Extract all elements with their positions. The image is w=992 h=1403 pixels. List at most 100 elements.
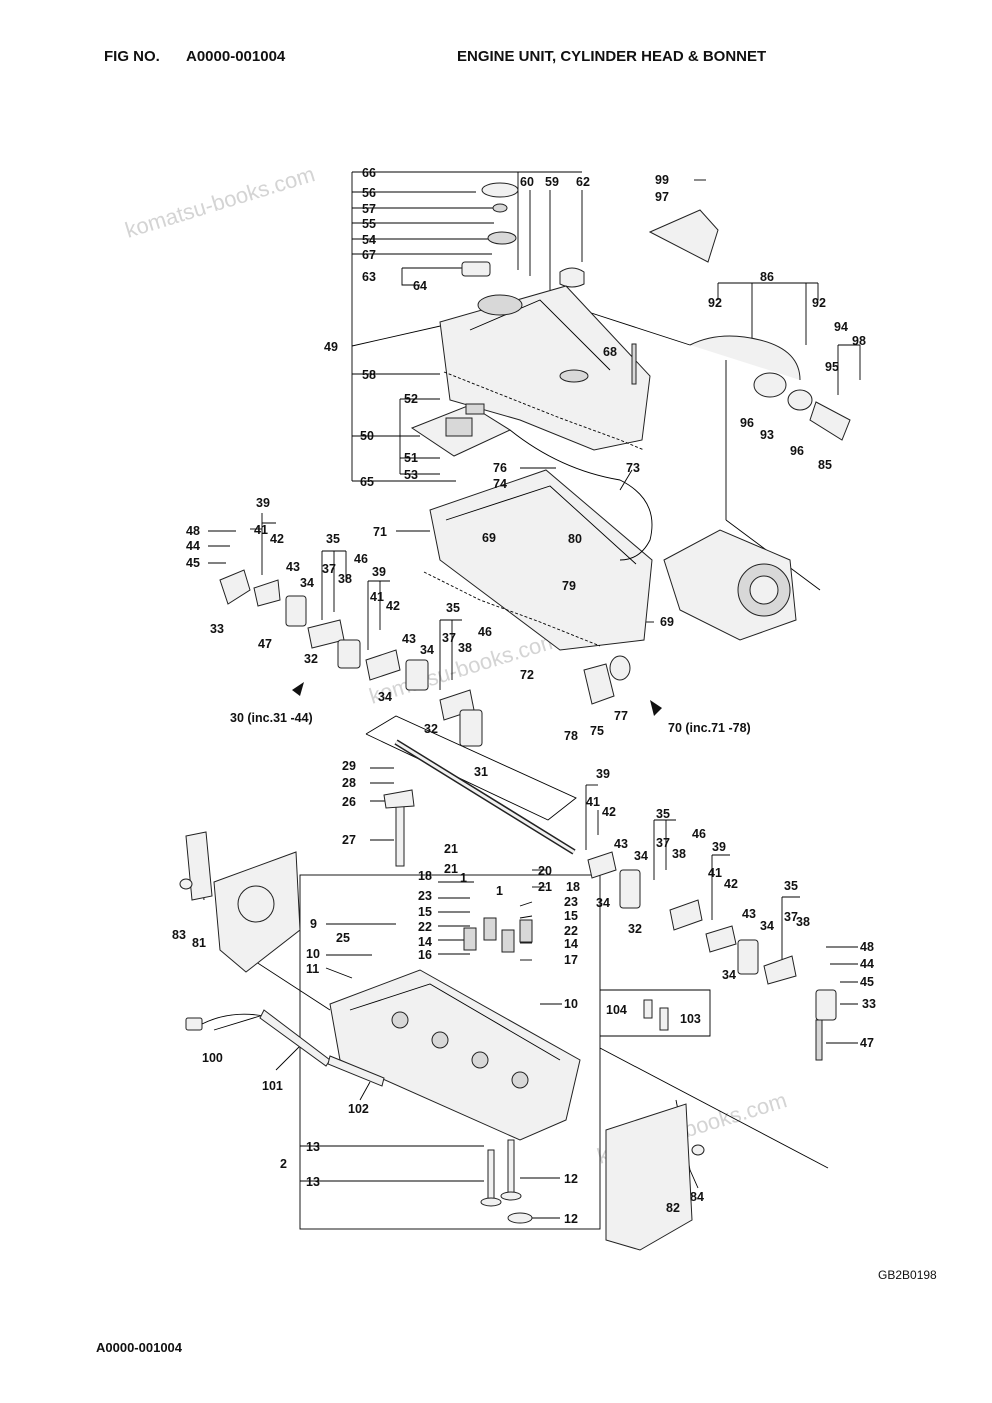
callout-14: 14 <box>564 937 578 951</box>
callout-54: 54 <box>362 233 376 247</box>
callout-96: 96 <box>790 444 804 458</box>
callout-68: 68 <box>603 345 617 359</box>
callout-41: 41 <box>254 523 268 537</box>
callout-29: 29 <box>342 759 356 773</box>
callout-46: 46 <box>692 827 706 841</box>
callout-42: 42 <box>270 532 284 546</box>
callout-39: 39 <box>596 767 610 781</box>
callout-71: 71 <box>373 525 387 539</box>
callout-11: 11 <box>306 962 319 976</box>
callout-34: 34 <box>722 968 736 982</box>
callout-13: 13 <box>306 1175 320 1189</box>
drawing-code: GB2B0198 <box>878 1268 937 1282</box>
callout-1: 1 <box>496 884 503 898</box>
callout-72: 72 <box>520 668 534 682</box>
callout-27: 27 <box>342 833 356 847</box>
group-label-cover: 70 (inc.71 -78) <box>668 721 751 735</box>
callout-34: 34 <box>760 919 774 933</box>
callout-10: 10 <box>306 947 320 961</box>
callout-35: 35 <box>326 532 340 546</box>
callout-42: 42 <box>386 599 400 613</box>
callout-41: 41 <box>586 795 600 809</box>
callout-34: 34 <box>378 690 392 704</box>
callout-22: 22 <box>418 920 432 934</box>
callout-94: 94 <box>834 320 848 334</box>
callout-42: 42 <box>724 877 738 891</box>
callout-65: 65 <box>360 475 374 489</box>
callout-73: 73 <box>626 461 640 475</box>
callout-12: 12 <box>564 1212 578 1226</box>
callout-18: 18 <box>418 869 432 883</box>
callout-85: 85 <box>818 458 832 472</box>
callout-33: 33 <box>210 622 224 636</box>
callout-64: 64 <box>413 279 427 293</box>
callout-43: 43 <box>614 837 628 851</box>
callout-33: 33 <box>862 997 876 1011</box>
callout-32: 32 <box>424 722 438 736</box>
callout-44: 44 <box>186 539 200 553</box>
callout-48: 48 <box>186 524 200 538</box>
callout-97: 97 <box>655 190 669 204</box>
callout-96: 96 <box>740 416 754 430</box>
arrow-icon <box>650 700 662 716</box>
arrow-icon <box>292 682 304 696</box>
callout-45: 45 <box>860 975 874 989</box>
callout-49: 49 <box>324 340 338 354</box>
callout-101: 101 <box>262 1079 283 1093</box>
callout-47: 47 <box>258 637 272 651</box>
footer-code: A0000-001004 <box>96 1340 183 1355</box>
callout-38: 38 <box>458 641 472 655</box>
callout-2: 2 <box>280 1157 287 1171</box>
callout-84: 84 <box>690 1190 704 1204</box>
direction-arrows <box>292 682 662 716</box>
callout-28: 28 <box>342 776 356 790</box>
callout-34: 34 <box>634 849 648 863</box>
callout-59: 59 <box>545 175 559 189</box>
callout-25: 25 <box>336 931 350 945</box>
callout-38: 38 <box>672 847 686 861</box>
callout-69: 69 <box>660 615 674 629</box>
callout-104: 104 <box>606 1003 627 1017</box>
callout-38: 38 <box>796 915 810 929</box>
callout-43: 43 <box>286 560 300 574</box>
callout-17: 17 <box>564 953 578 967</box>
callout-83: 83 <box>172 928 186 942</box>
callout-37: 37 <box>784 910 798 924</box>
callout-45: 45 <box>186 556 200 570</box>
callout-37: 37 <box>322 562 336 576</box>
callout-41: 41 <box>370 590 384 604</box>
callout-76: 76 <box>493 461 507 475</box>
callout-98: 98 <box>852 334 866 348</box>
callout-57: 57 <box>362 202 376 216</box>
callout-46: 46 <box>478 625 492 639</box>
callout-48: 48 <box>860 940 874 954</box>
callout-99: 99 <box>655 173 669 187</box>
callout-35: 35 <box>446 601 460 615</box>
callout-38: 38 <box>338 572 352 586</box>
group-label-valve-lever: 30 (inc.31 -44) <box>230 711 313 725</box>
callout-42: 42 <box>602 805 616 819</box>
callout-82: 82 <box>666 1201 680 1215</box>
callout-95: 95 <box>825 360 839 374</box>
callout-26: 26 <box>342 795 356 809</box>
callout-32: 32 <box>628 922 642 936</box>
watermark-top: komatsu-books.com <box>122 161 318 242</box>
callout-43: 43 <box>742 907 756 921</box>
callout-62: 62 <box>576 175 590 189</box>
callout-79: 79 <box>562 579 576 593</box>
callout-20: 20 <box>538 864 552 878</box>
callout-86: 86 <box>760 270 774 284</box>
callout-15: 15 <box>564 909 578 923</box>
callout-44: 44 <box>860 957 874 971</box>
callout-14: 14 <box>418 935 432 949</box>
callout-18: 18 <box>566 880 580 894</box>
callout-1: 1 <box>460 871 467 885</box>
callout-93: 93 <box>760 428 774 442</box>
callout-75: 75 <box>590 724 604 738</box>
callout-51: 51 <box>404 451 418 465</box>
fig-label: FIG NO. <box>104 48 160 65</box>
watermark-text: komatsu-books.com <box>122 161 318 242</box>
callout-78: 78 <box>564 729 578 743</box>
callout-23: 23 <box>418 889 432 903</box>
